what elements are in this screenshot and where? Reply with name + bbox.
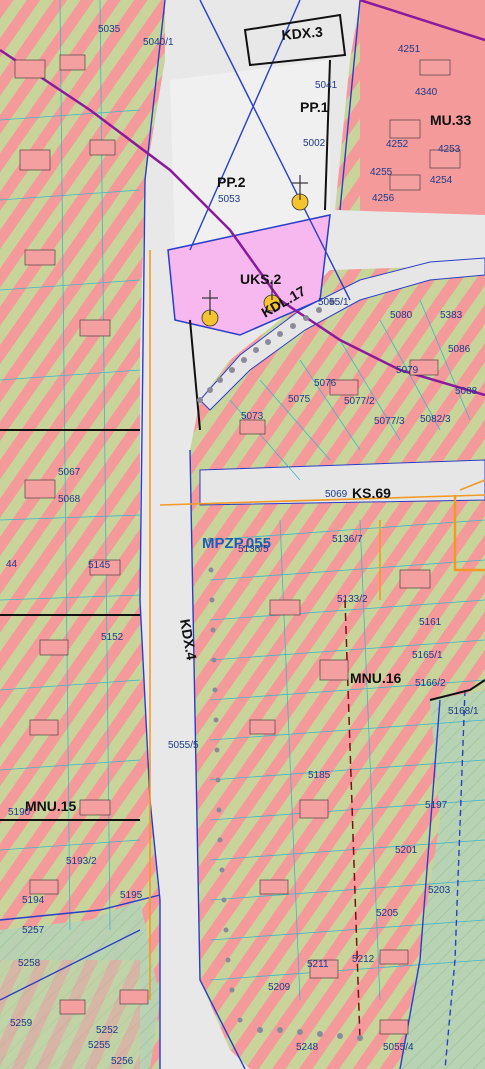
parcel-label: 5082/3 xyxy=(420,414,451,425)
parcel-label: 5166/2 xyxy=(415,678,446,689)
parcel-label: 5055/1 xyxy=(318,297,349,308)
green-area-east xyxy=(400,690,485,1069)
parcel-label: 4255 xyxy=(370,167,393,178)
parcel-label: 5190 xyxy=(8,807,31,818)
parcel-labels: 5035 5040/1 4251 5041 4340 5002 4252 425… xyxy=(6,24,479,1067)
parcel-label: 5068 xyxy=(58,494,81,505)
parcel-label: 5075 xyxy=(288,394,311,405)
zone-label-mnu16: MNU.16 xyxy=(350,670,402,686)
parcel-label: 5077/2 xyxy=(344,396,375,407)
parcel-label: 5055/4 xyxy=(383,1042,414,1053)
zone-label-kdx4: KDX.4 xyxy=(177,618,200,662)
parcel-label: 5195 xyxy=(120,890,143,901)
black-lines xyxy=(0,13,485,1041)
parcel-label: 5165/1 xyxy=(412,650,443,661)
parcel-label: 5073 xyxy=(241,411,264,422)
boundary-lines xyxy=(0,0,466,1069)
parcel-label: 5086 xyxy=(448,344,471,355)
parcel-label: 5212 xyxy=(352,954,375,965)
parcel-label: 5041 xyxy=(315,80,338,91)
parcel-label: 5197 xyxy=(425,800,448,811)
parcel-label: 5035 xyxy=(98,24,121,35)
parcel-label: 5257 xyxy=(22,925,45,936)
parcel-label: 5205 xyxy=(376,908,399,919)
parcel-label: 5201 xyxy=(395,845,418,856)
parcel-label: 5088 xyxy=(455,386,478,397)
buildings xyxy=(14,54,461,1035)
parcel-label: 5252 xyxy=(96,1025,119,1036)
parcel-label: 4253 xyxy=(438,144,461,155)
parcel-label: 5185 xyxy=(308,770,331,781)
orange-lines xyxy=(149,250,485,1000)
parcel-label: 5069 xyxy=(325,489,348,500)
parcel-label: 5211 xyxy=(307,959,329,970)
parcel-label: 4251 xyxy=(398,44,421,55)
zone-label-ks69: KS.69 xyxy=(352,485,391,501)
zone-label-kdx3: KDX.3 xyxy=(281,23,324,43)
parcel-label: 5161 xyxy=(419,617,442,628)
parcel-label: 44 xyxy=(6,559,18,570)
parcel-label: 4252 xyxy=(386,139,409,150)
parcel-label: 5067 xyxy=(58,467,81,478)
zone-label-mpzp: MPZP.055 xyxy=(202,535,271,552)
parcel-label: 5259 xyxy=(10,1018,33,1029)
zone-label-uks2: UKS.2 xyxy=(240,271,281,287)
parcel-label: 5209 xyxy=(268,982,291,993)
parcel-label: 5256 xyxy=(111,1056,134,1067)
parcel-label: 5258 xyxy=(18,958,41,969)
parcel-label: 5168/1 xyxy=(448,706,479,717)
parcel-label: 5002 xyxy=(303,138,326,149)
dotted-boundary xyxy=(197,299,363,1041)
parcel-label: 5133/2 xyxy=(337,594,368,605)
parcel-label: 5076 xyxy=(314,378,337,389)
parcel-label: 5383 xyxy=(440,310,463,321)
parcel-label: 4256 xyxy=(372,193,395,204)
zone-label-mu33: MU.33 xyxy=(430,112,471,128)
park-area-pp2 xyxy=(170,60,330,250)
zone-label-pp2: PP.2 xyxy=(217,174,246,190)
parcel-label: 5145 xyxy=(88,560,111,571)
parcel-label: 5193/2 xyxy=(66,856,97,867)
parcel-label: 5077/3 xyxy=(374,416,405,427)
parcel-label: 4254 xyxy=(430,175,453,186)
purple-line xyxy=(0,48,485,397)
parcel-label: 5203 xyxy=(428,885,451,896)
parcel-label: 5079 xyxy=(396,365,419,376)
zone-label-pp1: PP.1 xyxy=(300,99,329,115)
parcel-label: 5040/1 xyxy=(143,37,174,48)
parcel-label: 5053 xyxy=(218,194,241,205)
parcel-label: 5136/7 xyxy=(332,534,363,545)
parcel-label: 5136/5 xyxy=(238,544,269,555)
parcel-label: 4340 xyxy=(415,87,438,98)
parcel-label: 5194 xyxy=(22,895,45,906)
parcel-label: 5255 xyxy=(88,1040,111,1051)
parcel-label: 5055/5 xyxy=(168,740,199,751)
road-kdl17 xyxy=(199,257,485,411)
parcel-label: 5248 xyxy=(296,1042,319,1053)
parcel-label: 5152 xyxy=(101,632,124,643)
parcel-label: 5080 xyxy=(390,310,413,321)
zone-label-mnu15: MNU.15 xyxy=(25,798,77,814)
road-ks69 xyxy=(199,459,485,506)
tree-markers xyxy=(201,175,309,327)
parcel-lines xyxy=(0,0,485,1001)
